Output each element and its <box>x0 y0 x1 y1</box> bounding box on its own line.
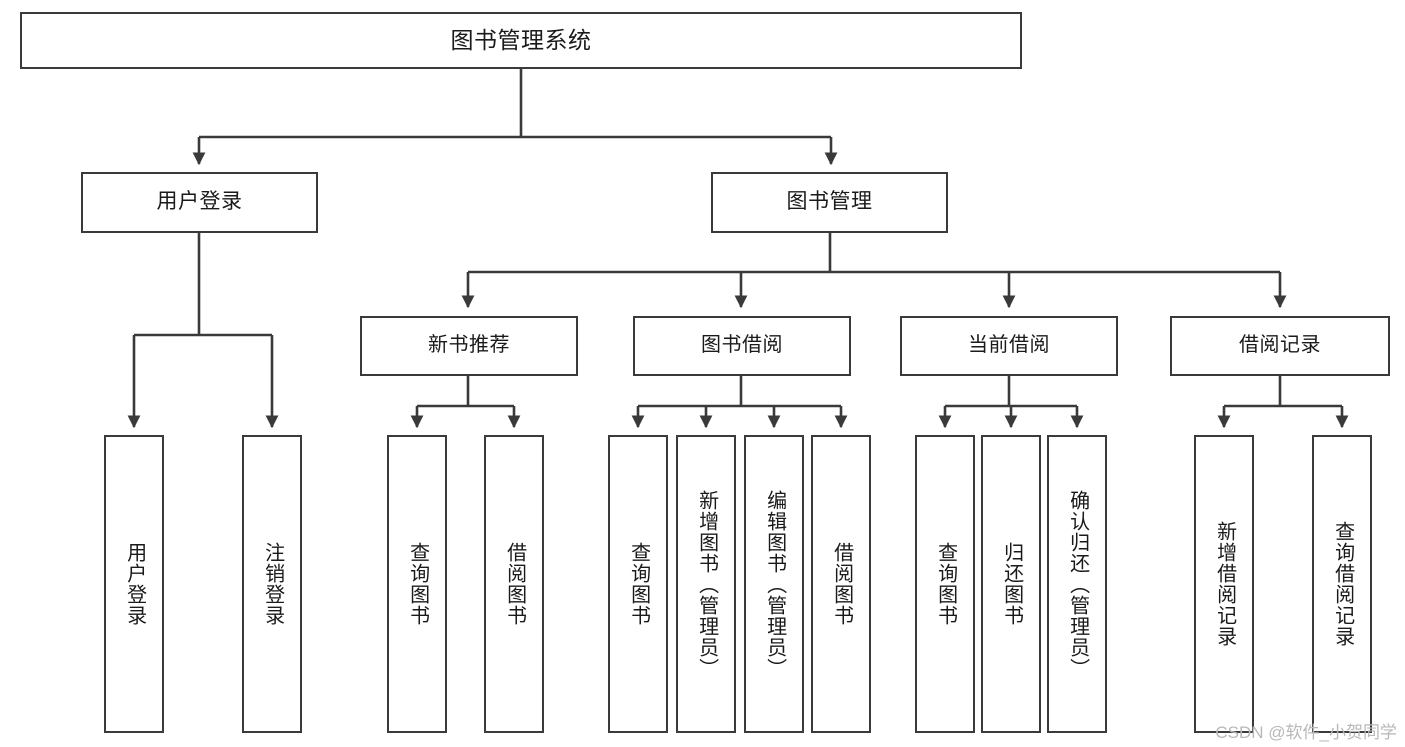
node-leaf-user-login-label: 用户登录 <box>123 542 146 626</box>
node-leaf-query-book-1[interactable]: 查询图书 <box>387 435 447 733</box>
node-leaf-borrow-book-1[interactable]: 借阅图书 <box>484 435 544 733</box>
node-leaf-query-book-1-label: 查询图书 <box>406 542 429 626</box>
node-leaf-user-logout-label: 注销登录 <box>261 542 284 626</box>
node-borrow-record[interactable]: 借阅记录 <box>1170 316 1390 376</box>
node-leaf-query-book-3[interactable]: 查询图书 <box>915 435 975 733</box>
node-leaf-borrow-book-2-label: 借阅图书 <box>830 542 853 626</box>
node-leaf-query-book-2[interactable]: 查询图书 <box>608 435 668 733</box>
node-new-book-rec-label: 新书推荐 <box>428 334 510 357</box>
node-leaf-add-record-label: 新增借阅记录 <box>1213 521 1236 647</box>
node-leaf-user-logout[interactable]: 注销登录 <box>242 435 302 733</box>
node-borrow-record-label: 借阅记录 <box>1239 334 1321 357</box>
node-leaf-edit-book[interactable]: 编辑图书（管理员） <box>744 435 804 733</box>
node-book-manage[interactable]: 图书管理 <box>711 172 948 233</box>
node-user-login-label: 用户登录 <box>156 190 243 214</box>
node-current-borrow-label: 当前借阅 <box>968 334 1050 357</box>
node-leaf-confirm-return-label: 确认归还（管理员） <box>1066 489 1089 679</box>
node-leaf-confirm-return[interactable]: 确认归还（管理员） <box>1047 435 1107 733</box>
node-leaf-add-book-label: 新增图书（管理员） <box>695 489 718 679</box>
node-root-system[interactable]: 图书管理系统 <box>20 12 1022 69</box>
node-leaf-user-login[interactable]: 用户登录 <box>104 435 164 733</box>
node-leaf-query-record-label: 查询借阅记录 <box>1331 521 1354 647</box>
node-leaf-add-book[interactable]: 新增图书（管理员） <box>676 435 736 733</box>
node-leaf-query-book-3-label: 查询图书 <box>934 542 957 626</box>
node-leaf-add-record[interactable]: 新增借阅记录 <box>1194 435 1254 733</box>
node-book-borrow-label: 图书借阅 <box>701 334 783 357</box>
node-new-book-rec[interactable]: 新书推荐 <box>360 316 578 376</box>
node-leaf-borrow-book-1-label: 借阅图书 <box>503 542 526 626</box>
node-leaf-return-book-label: 归还图书 <box>1000 542 1023 626</box>
node-user-login[interactable]: 用户登录 <box>81 172 318 233</box>
node-leaf-query-book-2-label: 查询图书 <box>627 542 650 626</box>
node-book-borrow[interactable]: 图书借阅 <box>633 316 851 376</box>
node-leaf-query-record[interactable]: 查询借阅记录 <box>1312 435 1372 733</box>
node-leaf-return-book[interactable]: 归还图书 <box>981 435 1041 733</box>
node-leaf-borrow-book-2[interactable]: 借阅图书 <box>811 435 871 733</box>
node-book-manage-label: 图书管理 <box>786 190 873 214</box>
node-leaf-edit-book-label: 编辑图书（管理员） <box>763 489 786 679</box>
node-root-system-label: 图书管理系统 <box>450 26 592 53</box>
node-current-borrow[interactable]: 当前借阅 <box>900 316 1118 376</box>
